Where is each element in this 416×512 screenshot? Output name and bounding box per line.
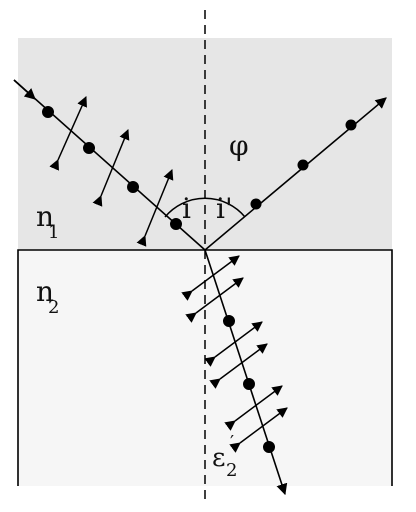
- angle-arc: [164, 197, 246, 218]
- medium-2-label: n: [36, 275, 54, 308]
- reflected-polarization-marks: [250, 119, 357, 210]
- incidence-angle-label: i: [182, 192, 191, 225]
- refracted-field-prime: ′: [230, 432, 234, 453]
- incident-arrow: [13, 79, 36, 100]
- medium-1-subscript: 1: [48, 222, 59, 243]
- phi-angle-label: φ: [229, 129, 249, 162]
- reflection-angle-label: i': [216, 192, 233, 225]
- medium-1-label: n: [36, 200, 54, 233]
- refracted-field-subscript: 2: [226, 460, 237, 481]
- incident-polarization-marks: [42, 96, 182, 247]
- refracted-field-label: ε: [212, 443, 225, 473]
- medium-2-subscript: 2: [48, 297, 59, 318]
- medium-1-region: [18, 38, 392, 250]
- refracted-polarization-marks: [181, 255, 288, 453]
